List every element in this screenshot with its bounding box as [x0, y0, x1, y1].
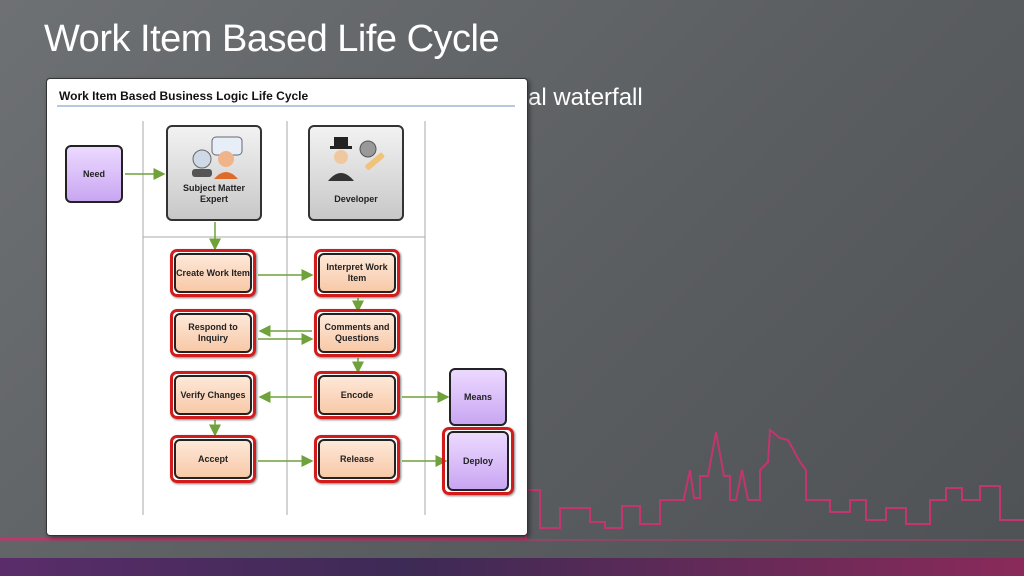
diagram-title: Work Item Based Business Logic Life Cycl…	[59, 89, 309, 103]
node-means: Means	[449, 368, 507, 426]
node-interpret-work-item: Interpret Work Item	[318, 253, 396, 293]
node-release: Release	[318, 439, 396, 479]
highlight-release	[314, 435, 400, 483]
slide-title: Work Item Based Life Cycle	[44, 18, 500, 60]
diagram-panel: Work Item Based Business Logic Life Cycl…	[46, 78, 528, 536]
highlight-create	[170, 249, 256, 297]
role-developer: Developer	[308, 125, 404, 221]
role-sme-label: Subject Matter Expert	[182, 183, 245, 204]
node-verify-changes: Verify Changes	[174, 375, 252, 415]
node-respond-label: Respond to Inquiry	[188, 322, 238, 343]
node-respond-to-inquiry: Respond to Inquiry	[174, 313, 252, 353]
sme-person-icon	[192, 136, 243, 179]
node-need-label: Need	[82, 168, 105, 179]
node-means-label: Means	[463, 391, 492, 402]
node-accept-label: Accept	[197, 453, 228, 464]
title-underline	[57, 105, 515, 107]
role-sme: Subject Matter Expert	[166, 125, 262, 221]
diagram-connectors	[125, 121, 450, 515]
highlight-comments	[314, 309, 400, 357]
node-create-work-item: Create Work Item	[174, 253, 252, 293]
developer-person-icon	[328, 137, 385, 181]
node-create-label: Create Work Item	[176, 267, 250, 278]
node-encode: Encode	[318, 375, 396, 415]
node-encode-label: Encode	[340, 389, 374, 400]
node-interpret-label: Interpret Work Item	[326, 262, 388, 283]
bullet-text-partial: al waterfall	[528, 84, 643, 111]
node-deploy-label: Deploy	[462, 455, 493, 466]
node-need: Need	[65, 145, 123, 203]
node-accept: Accept	[174, 439, 252, 479]
highlight-deploy	[442, 427, 514, 495]
highlight-interpret	[314, 249, 400, 297]
node-verify-label: Verify Changes	[180, 389, 246, 400]
node-release-label: Release	[339, 453, 375, 464]
role-developer-label: Developer	[334, 194, 378, 204]
bottom-color-band	[0, 558, 1024, 576]
highlight-verify	[170, 371, 256, 419]
highlight-encode	[314, 371, 400, 419]
node-comments-label: Comments and Questions	[324, 322, 390, 343]
node-deploy: Deploy	[447, 431, 509, 491]
node-comments-and-questions: Comments and Questions	[318, 313, 396, 353]
highlight-respond	[170, 309, 256, 357]
highlight-accept	[170, 435, 256, 483]
